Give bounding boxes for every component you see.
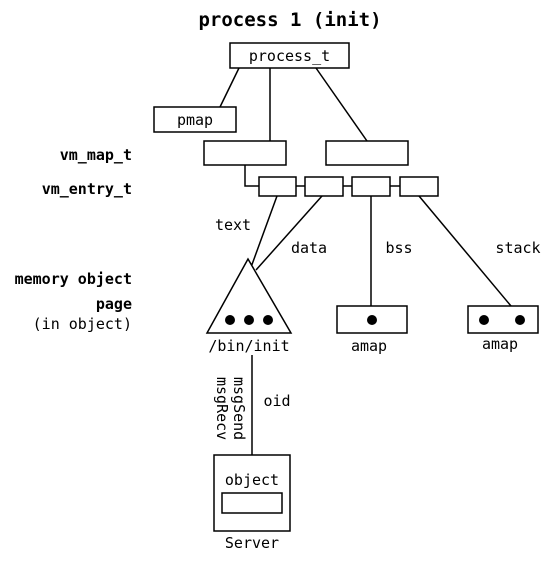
page-dot-3 <box>263 315 273 325</box>
object-box <box>221 492 283 514</box>
msg-recv-label: msgRecv <box>213 377 231 440</box>
bin-init-label: /bin/init <box>208 337 289 355</box>
process-to-pmap-line <box>219 67 240 108</box>
page-dot-2 <box>244 315 254 325</box>
amap-right-box <box>467 305 539 334</box>
page-label: page <box>96 295 132 313</box>
oid-label: oid <box>263 392 290 410</box>
text-edge-label: text <box>215 216 251 234</box>
process-t-label: process_t <box>249 47 330 65</box>
vm-entry-t-label: vm_entry_t <box>42 180 132 198</box>
server-label: Server <box>225 534 279 552</box>
data-edge-label: data <box>291 239 327 257</box>
vm-map-box <box>203 140 287 166</box>
process-t-box <box>229 42 350 69</box>
unlabeled-box <box>325 140 409 166</box>
data-mapping-line <box>255 195 323 271</box>
diagram-title: process 1 (init) <box>198 9 381 31</box>
page-sublabel: (in object) <box>33 315 132 333</box>
object-label: object <box>225 471 279 489</box>
bss-edge-label: bss <box>385 239 412 257</box>
vm-entry-stack <box>399 176 439 197</box>
vm-entry-bss <box>351 176 391 197</box>
vm-map-t-label: vm_map_t <box>60 146 132 164</box>
amap-right-dot-2 <box>515 315 525 325</box>
vm-map-to-entries-line <box>244 165 259 187</box>
pmap-box <box>153 106 237 133</box>
amap-left-label: amap <box>351 337 387 355</box>
stack-edge-label: stack <box>495 239 540 257</box>
page-dot-1 <box>225 315 235 325</box>
vm-entry-data <box>304 176 344 197</box>
amap-left-dot <box>367 315 377 325</box>
memory-object-label: memory object <box>15 270 132 288</box>
amap-right-dot-1 <box>479 315 489 325</box>
msg-send-label: msgSend <box>230 377 248 440</box>
bin-init-memory-object <box>205 257 293 334</box>
pmap-label: pmap <box>177 111 213 129</box>
process-to-second-box-line <box>315 67 368 142</box>
vm-entry-text <box>258 176 297 197</box>
stack-mapping-line <box>418 195 512 307</box>
text-mapping-line <box>249 195 278 271</box>
amap-right-label: amap <box>482 335 518 353</box>
